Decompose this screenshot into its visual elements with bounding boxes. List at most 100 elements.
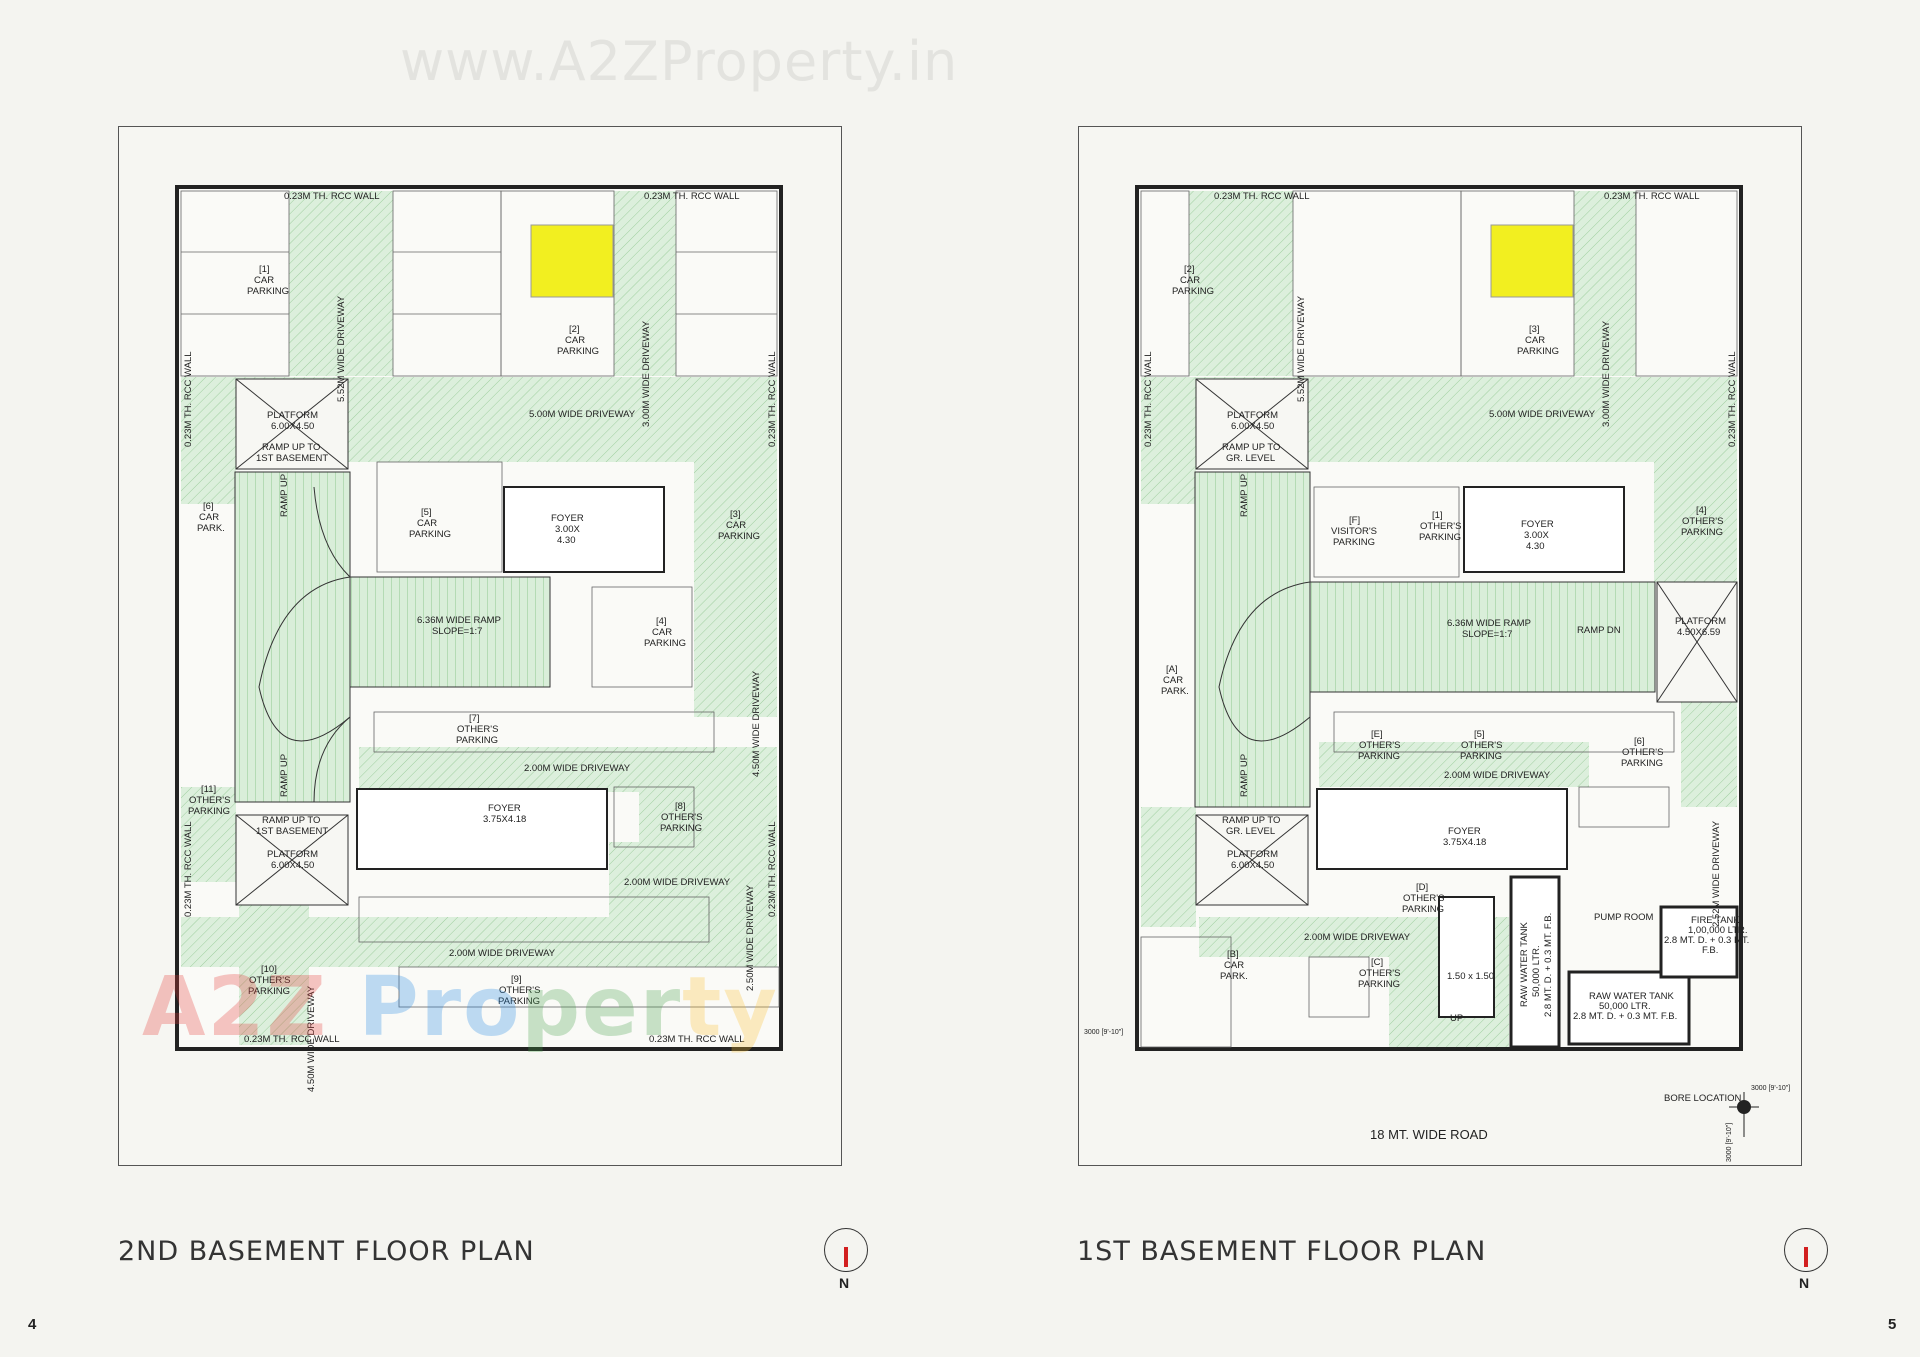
svg-text:RAMP UP TO: RAMP UP TO xyxy=(1222,442,1280,453)
svg-text:6.00X4.50: 6.00X4.50 xyxy=(1231,860,1274,871)
svg-text:PARKING: PARKING xyxy=(1460,751,1502,762)
svg-text:PLATFORM: PLATFORM xyxy=(1675,616,1726,627)
svg-text:CAR: CAR xyxy=(565,335,585,346)
label-driveway: 2.00M WIDE DRIVEWAY xyxy=(524,763,631,774)
svg-text:CAR: CAR xyxy=(254,275,274,286)
svg-text:3.00X: 3.00X xyxy=(555,524,580,535)
svg-text:PLATFORM: PLATFORM xyxy=(1227,410,1278,421)
svg-text:6.36M WIDE RAMP: 6.36M WIDE RAMP xyxy=(1447,618,1531,629)
ramp-area xyxy=(1194,471,1656,808)
svg-text:PARKING: PARKING xyxy=(718,531,760,542)
svg-text:[A]: [A] xyxy=(1166,664,1178,675)
svg-text:OTHER'S: OTHER'S xyxy=(1682,516,1723,527)
svg-text:PARKING: PARKING xyxy=(1402,904,1444,915)
page-number: 5 xyxy=(1888,1316,1897,1333)
page-number: 4 xyxy=(28,1316,37,1333)
svg-text:FOYER: FOYER xyxy=(488,803,521,814)
svg-text:PARKING: PARKING xyxy=(247,286,289,297)
svg-text:[F]: [F] xyxy=(1349,515,1360,526)
svg-text:[5]: [5] xyxy=(421,507,432,518)
svg-text:PARK.: PARK. xyxy=(1161,686,1189,697)
svg-text:3.75X4.18: 3.75X4.18 xyxy=(483,814,526,825)
svg-text:PARKING: PARKING xyxy=(409,529,451,540)
platform-boxes xyxy=(235,378,349,906)
north-label: N xyxy=(1799,1275,1810,1291)
svg-text:6.00X4.50: 6.00X4.50 xyxy=(271,860,314,871)
label-ramp-up: RAMP UP xyxy=(279,474,290,517)
label-wall: 0.23M TH. RCC WALL xyxy=(1604,191,1700,202)
svg-text:6.00X4.50: 6.00X4.50 xyxy=(1231,421,1274,432)
svg-text:F.B.: F.B. xyxy=(1702,945,1718,956)
svg-text:PARKING: PARKING xyxy=(248,986,290,997)
svg-text:[6]: [6] xyxy=(1634,736,1645,747)
svg-text:4.50X6.59: 4.50X6.59 xyxy=(1677,627,1720,638)
svg-text:PARKING: PARKING xyxy=(1358,979,1400,990)
label-driveway: 2.00M WIDE DRIVEWAY xyxy=(624,877,731,888)
svg-text:2.8 MT. D. + 0.3 MT.: 2.8 MT. D. + 0.3 MT. xyxy=(1664,935,1749,946)
foyer-blocks xyxy=(356,486,665,870)
site-plaque xyxy=(1490,224,1574,298)
label-wall: 0.23M TH. RCC WALL xyxy=(644,191,740,202)
svg-text:FOYER: FOYER xyxy=(551,513,584,524)
label-driveway: 2.50M WIDE DRIVEWAY xyxy=(745,884,756,991)
site-plaque xyxy=(530,224,614,298)
svg-text:[2]: [2] xyxy=(1184,264,1195,275)
svg-text:[1]: [1] xyxy=(1432,510,1443,521)
label-ramp-up: RAMP UP xyxy=(279,754,290,797)
svg-text:[10]: [10] xyxy=(261,964,277,975)
svg-text:1ST BASEMENT: 1ST BASEMENT xyxy=(256,453,328,464)
svg-text:2.8 MT. D. + 0.3 MT. F.B.: 2.8 MT. D. + 0.3 MT. F.B. xyxy=(1543,913,1554,1017)
svg-text:[5]: [5] xyxy=(1474,729,1485,740)
label-raw-water-tank-v: RAW WATER TANK 50,000 LTR. 2.8 MT. D. + … xyxy=(1519,913,1554,1017)
svg-text:3.75X4.18: 3.75X4.18 xyxy=(1443,837,1486,848)
svg-text:4.30: 4.30 xyxy=(557,535,576,546)
svg-text:PARKING: PARKING xyxy=(644,638,686,649)
label-dimension: 3000 [9'-10"] xyxy=(1726,1123,1733,1162)
svg-text:FOYER: FOYER xyxy=(1521,519,1554,530)
watermark-text: www.A2ZProperty.in xyxy=(400,30,959,93)
label-driveway: 5.00M WIDE DRIVEWAY xyxy=(529,409,636,420)
label-ramp-up: RAMP UP xyxy=(1239,474,1250,517)
label-wall: 0.23M TH. RCC WALL xyxy=(767,351,778,447)
label-pump-room: PUMP ROOM xyxy=(1594,912,1654,923)
svg-text:PARKING: PARKING xyxy=(456,735,498,746)
svg-text:CAR: CAR xyxy=(1525,335,1545,346)
svg-text:PARKING: PARKING xyxy=(1517,346,1559,357)
svg-text:[D]: [D] xyxy=(1416,882,1428,893)
label-driveway: 2.00M WIDE DRIVEWAY xyxy=(1444,770,1551,781)
label-driveway: 2.52M WIDE DRIVEWAY xyxy=(1711,820,1722,927)
svg-text:FOYER: FOYER xyxy=(1448,826,1481,837)
svg-text:OTHER'S: OTHER'S xyxy=(1420,521,1461,532)
svg-text:PARK.: PARK. xyxy=(1220,971,1248,982)
svg-text:[8]: [8] xyxy=(675,801,686,812)
plan-sheet-1st-basement: 0.23M TH. RCC WALL 0.23M TH. RCC WALL 0.… xyxy=(1078,126,1802,1166)
label-up: UP xyxy=(1450,1013,1463,1024)
north-label: N xyxy=(839,1275,850,1291)
svg-text:OTHER'S: OTHER'S xyxy=(1461,740,1502,751)
svg-text:PARKING: PARKING xyxy=(660,823,702,834)
svg-text:RAMP UP TO: RAMP UP TO xyxy=(262,815,320,826)
svg-text:PARKING: PARKING xyxy=(1621,758,1663,769)
svg-text:PARKING: PARKING xyxy=(1172,286,1214,297)
svg-text:RAMP UP TO: RAMP UP TO xyxy=(1222,815,1280,826)
svg-text:PLATFORM: PLATFORM xyxy=(267,849,318,860)
north-compass-icon: N xyxy=(824,1228,868,1291)
label-driveway: 4.50M WIDE DRIVEWAY xyxy=(751,670,762,777)
